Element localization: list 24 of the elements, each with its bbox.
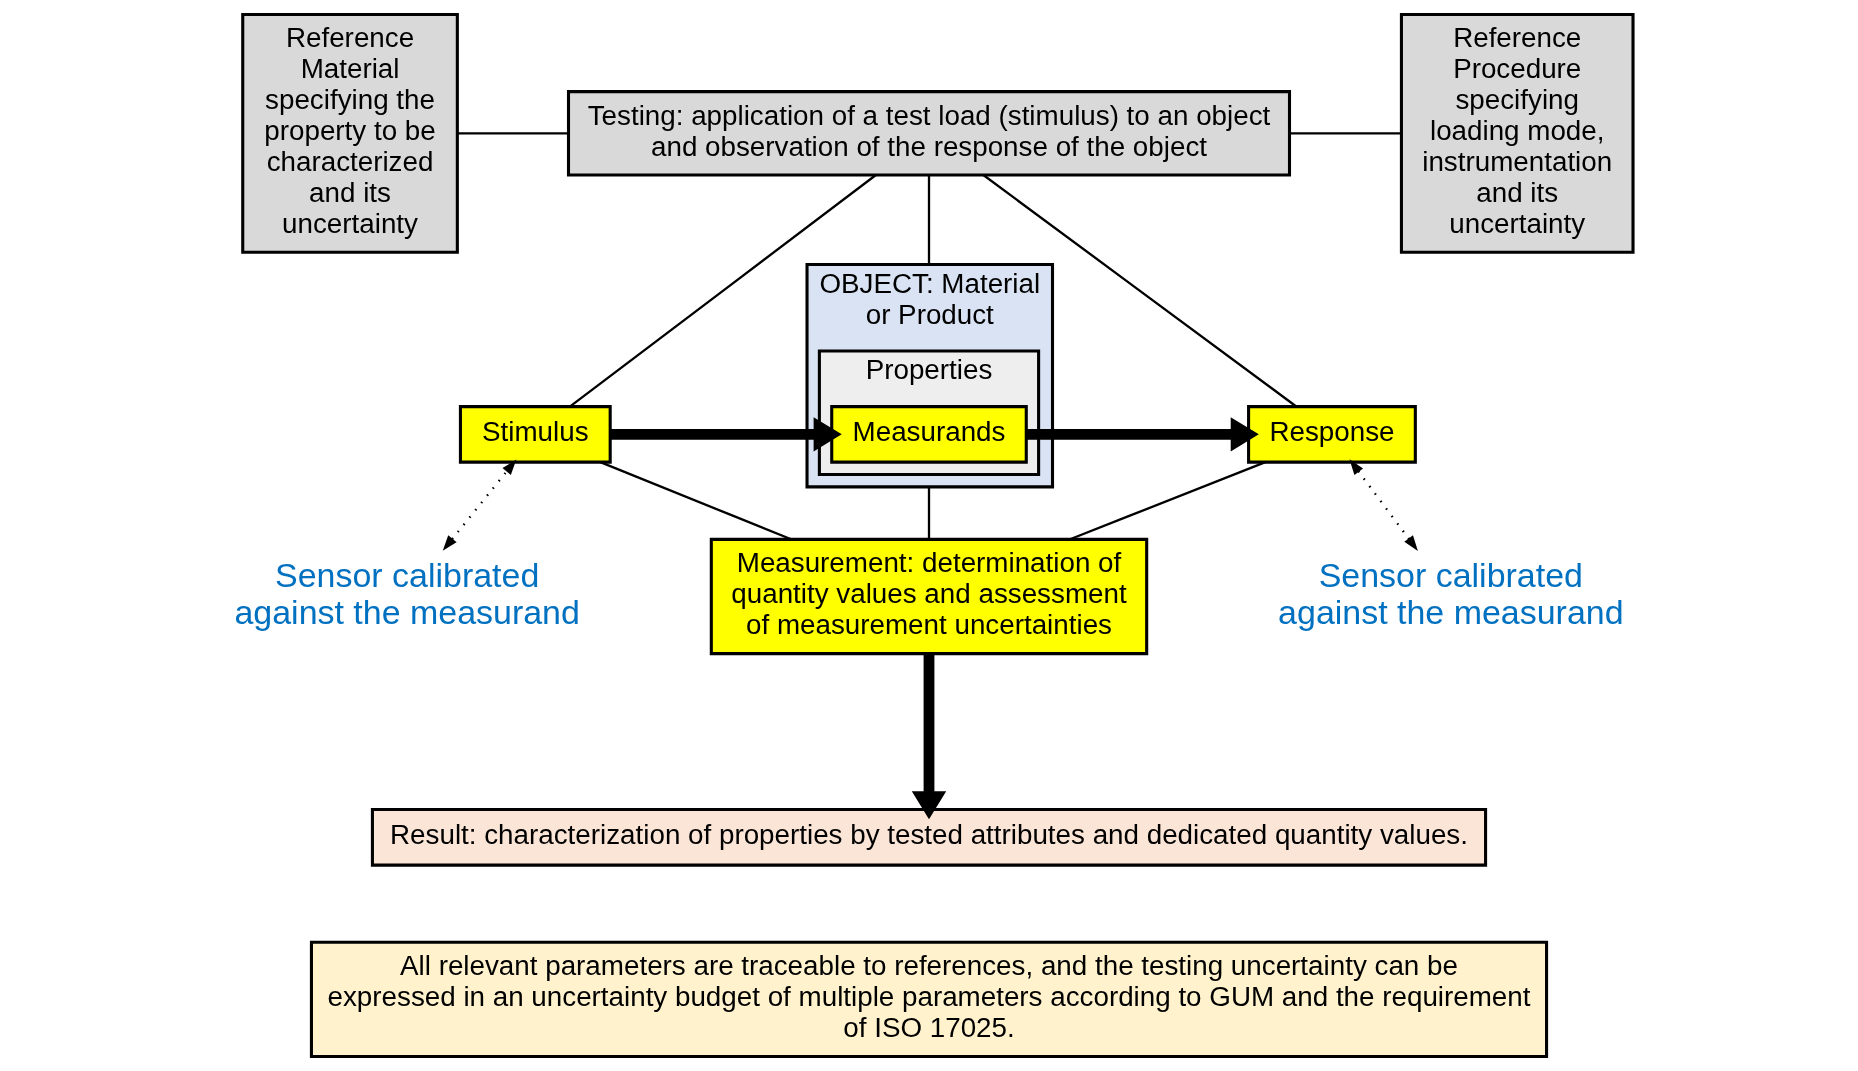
node-box: Stimulus — [458, 405, 612, 464]
node-box: Result: characterization of properties by tested attributes and dedicated quantity values. — [370, 808, 1488, 867]
connector — [1069, 461, 1266, 541]
node-box: Reference Material specifying the property to be characterized and its uncertainty — [241, 12, 459, 254]
connector — [927, 486, 931, 539]
connector — [982, 174, 1297, 408]
node-box: Testing: application of a test load (stimulus) to an object and observation of the response of the object — [566, 90, 1292, 177]
arrow — [610, 417, 842, 452]
node-box: Measurement: determination of quantity values and assessment of measurement uncertainties — [709, 537, 1149, 656]
node-box: Reference Procedure specifying loading mode, instrumentation and its uncertainty — [1399, 12, 1635, 254]
connector — [927, 175, 931, 265]
node-box: All relevant parameters are traceable to references, and the testing uncertainty can be expressed in an uncertainty budget of multiple parameters according to GUM and the requirement of ISO 17025. — [309, 940, 1549, 1059]
arrow — [442, 459, 517, 551]
node-box: Response — [1247, 405, 1417, 464]
node-box: Measurands — [830, 405, 1028, 464]
connector — [599, 461, 792, 541]
connector — [457, 132, 569, 135]
arrow — [1026, 417, 1259, 452]
arrow — [911, 653, 947, 820]
connector — [1289, 132, 1402, 135]
node-text: Sensor calibrated against the measurand — [1278, 555, 1624, 631]
node-text: Sensor calibrated against the measurand — [234, 555, 580, 631]
arrow — [1349, 459, 1418, 551]
connector — [569, 174, 877, 408]
